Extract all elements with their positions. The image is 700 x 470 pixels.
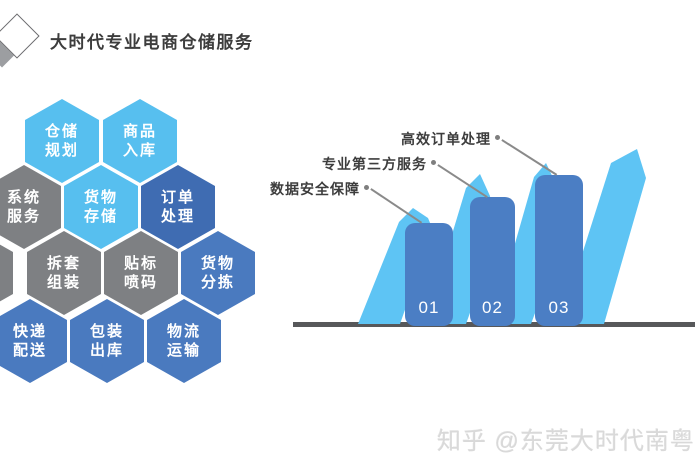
step-bar-03: 03 [535,175,583,326]
hexagon-partial [0,231,13,315]
step-bar-01: 01 [405,223,453,326]
callout-data-security: 数据安全保障 [270,181,360,197]
hexagon-express-delivery: 快递配送 [0,299,67,383]
hexagon-label-coding: 贴标喷码 [104,231,178,315]
callout-dot-2 [431,160,436,165]
watermark: 知乎 @东莞大时代南粤 [437,428,696,455]
callout-order-efficiency: 高效订单处理 [401,131,491,147]
page-title: 大时代专业电商仓储服务 [50,33,254,52]
callout-line-1 [370,188,423,224]
callout-line-3 [501,139,558,176]
hexagon-order-processing: 订单处理 [141,165,215,249]
hexagon-goods-sorting: 货物分拣 [181,231,255,315]
callout-dot-3 [495,135,500,140]
hexagon-goods-storage: 货物存储 [64,165,138,249]
hexagon-pack-outbound: 包装出库 [70,299,144,383]
hexagon-logistics-transport: 物流运输 [147,299,221,383]
callout-third-party: 专业第三方服务 [322,156,427,172]
hexagon-system-service: 系统服务 [0,165,61,249]
hexagon-unpack-assemble: 拆套组装 [27,231,101,315]
step-bar-02: 02 [470,197,515,326]
callout-dot-1 [364,185,369,190]
hexagon-warehouse-planning: 仓储规划 [25,99,99,183]
hexagon-goods-inbound: 商品入库 [103,99,177,183]
